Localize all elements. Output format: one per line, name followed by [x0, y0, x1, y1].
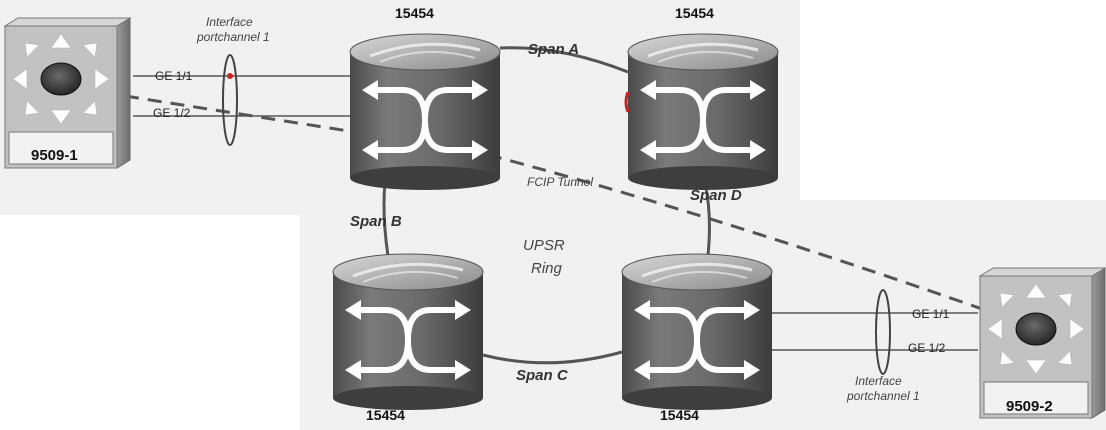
switch-9509-2	[979, 267, 1106, 419]
span-c-link	[482, 350, 623, 365]
span-b-label: Span B	[350, 213, 402, 230]
node-bottom-left-label: 15454	[366, 407, 405, 423]
port-marker-icon	[227, 73, 233, 79]
fcip-tunnel-line	[124, 94, 986, 312]
node-bottom-right-label: 15454	[660, 407, 699, 423]
optical-node-bottom-left	[333, 254, 483, 410]
right-portchannel-ring	[875, 289, 891, 375]
right-interface-label-line2: portchannel 1	[846, 389, 920, 403]
optical-node-top-left	[350, 34, 500, 190]
span-d-label: Span D	[690, 187, 742, 204]
switch-9509-1	[4, 17, 131, 169]
left-port-1-label: GE 1/1	[155, 69, 193, 83]
span-c-label: Span C	[516, 367, 569, 384]
right-interface-label-line1: Interface	[855, 374, 902, 388]
node-top-left-label: 15454	[395, 5, 434, 21]
left-portchannel-ring	[222, 54, 238, 146]
fcip-tunnel-label: FCIP Tunnel	[527, 175, 593, 189]
optical-node-top-right	[628, 34, 778, 190]
ring-label-line2: Ring	[531, 260, 563, 277]
span-a-label: Span A	[528, 41, 579, 58]
left-port-2-label: GE 1/2	[153, 106, 191, 120]
span-a-link	[499, 46, 629, 74]
right-port-1-label: GE 1/1	[912, 307, 950, 321]
span-b-link	[382, 181, 390, 257]
left-interface-label-line2: portchannel 1	[196, 30, 270, 44]
left-interface-label-line1: Interface	[206, 15, 253, 29]
optical-node-bottom-right	[622, 254, 772, 410]
switch-left-label: 9509-1	[31, 147, 78, 164]
ring-label-line1: UPSR	[523, 237, 565, 254]
node-status-marker-icon	[624, 91, 630, 113]
right-port-2-label: GE 1/2	[908, 341, 946, 355]
switch-right-label: 9509-2	[1006, 398, 1053, 415]
node-top-right-label: 15454	[675, 5, 714, 21]
